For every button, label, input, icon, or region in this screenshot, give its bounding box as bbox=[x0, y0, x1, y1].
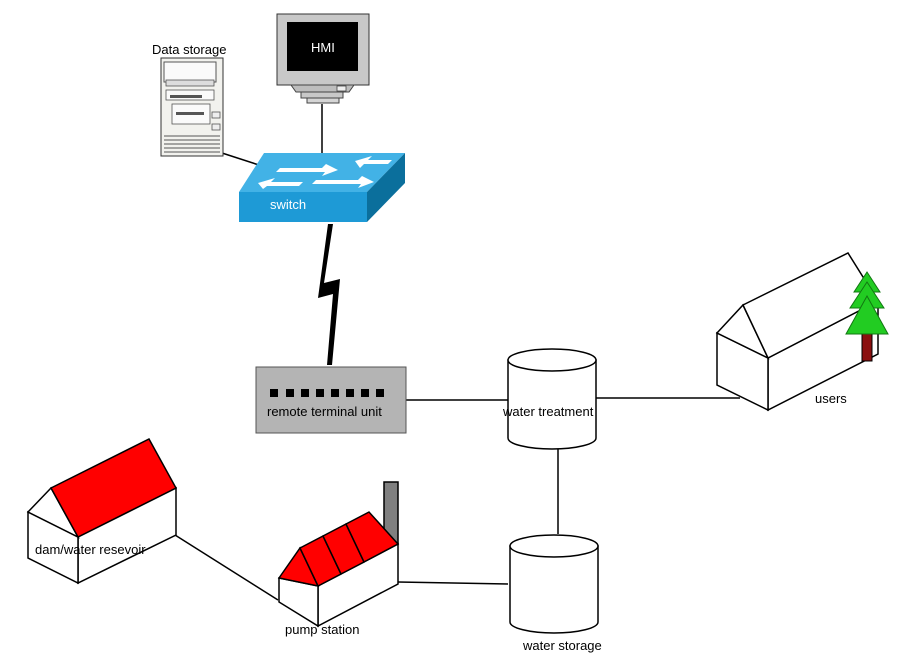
dam-reservoir-building bbox=[26, 438, 178, 585]
tree-icon bbox=[845, 271, 889, 362]
hmi-monitor bbox=[276, 13, 370, 104]
water-treatment-tank bbox=[507, 348, 597, 450]
pump-station-factory bbox=[277, 481, 400, 628]
label-switch: switch bbox=[270, 197, 307, 212]
remote-terminal-unit bbox=[255, 366, 407, 434]
label-water-treatment: water treatment bbox=[503, 404, 594, 419]
link-storage-switch bbox=[221, 152, 263, 167]
network-switch bbox=[239, 153, 405, 222]
label-hmi: HMI bbox=[311, 40, 335, 55]
link-dam-pump bbox=[174, 534, 279, 601]
label-water-storage: water storage bbox=[523, 638, 602, 653]
label-pump-station: pump station bbox=[285, 622, 360, 637]
link-pump-storage bbox=[397, 581, 509, 585]
label-users: users bbox=[815, 391, 847, 406]
data-storage-server bbox=[160, 57, 224, 157]
water-storage-tank bbox=[509, 534, 599, 634]
label-rtu: remote terminal unit bbox=[267, 404, 382, 419]
label-data-storage: Data storage bbox=[152, 42, 227, 57]
label-dam: dam/water resevoir bbox=[35, 542, 146, 557]
connections bbox=[174, 104, 740, 601]
wireless-link-bolt bbox=[318, 224, 340, 365]
